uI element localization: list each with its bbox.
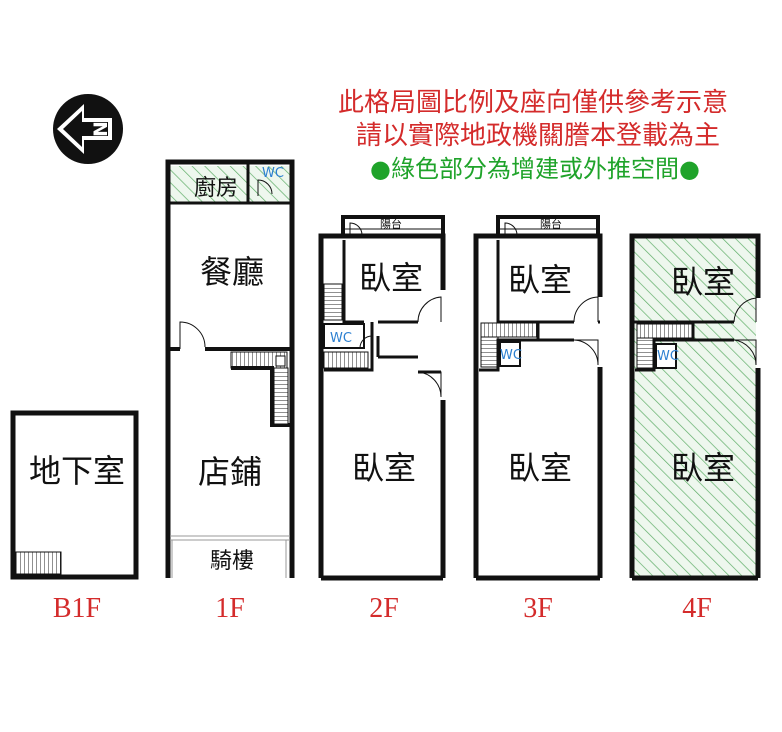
room-kitchen: 廚房 [194,176,238,201]
room-bedroom-front-2f: 臥室 [359,259,423,297]
stairs [636,323,694,339]
wc-2f: WC [330,331,352,346]
floor-b1: 地下室 B1F [10,410,139,624]
green-legend-note: ●綠色部分為增建或外推空間● [370,155,700,183]
floor-label-2f: 2F [369,593,399,624]
stairs [480,322,538,338]
floor-label-1f: 1F [215,593,245,624]
room-basement: 地下室 [29,452,125,490]
north-arrow-icon: N [53,94,123,164]
room-bedroom-front-3f: 臥室 [508,261,572,299]
disclaimer-line-1: 此格局圖比例及座向僅供參考示意 [338,88,729,118]
floor-label-3f: 3F [523,593,553,624]
floor-2: 陽台 臥室 WC 臥室 2F [318,215,446,624]
disclaimer-line-2: 請以實際地政機關謄本登載為主 [356,121,721,151]
room-dining: 餐廳 [200,253,264,291]
stairs [323,283,343,321]
room-bedroom-back-4f: 臥室 [671,449,735,487]
floor-label-b1: B1F [53,593,101,624]
wc-3f: WC [500,348,522,363]
floor-label-4f: 4F [682,593,712,624]
floor-3: 陽台 臥室 WC 臥室 3F [473,215,603,624]
room-bedroom-back-2f: 臥室 [352,449,416,487]
stairs [15,551,62,575]
balcony-3f: 陽台 [540,217,562,231]
room-bedroom-front-4f: 臥室 [671,263,735,301]
room-bedroom-back-3f: 臥室 [508,449,572,487]
room-arcade: 騎樓 [210,549,254,574]
balcony-2f: 陽台 [380,217,402,231]
wc-1f: WC [262,166,284,181]
floor-1: WC 廚房 餐廳 店鋪 騎樓 1F [165,159,295,624]
wc-4f: WC [657,349,679,364]
floor-4: 臥室 WC 臥室 4F [629,233,761,624]
north-letter: N [90,121,112,137]
room-shop: 店鋪 [198,453,262,491]
